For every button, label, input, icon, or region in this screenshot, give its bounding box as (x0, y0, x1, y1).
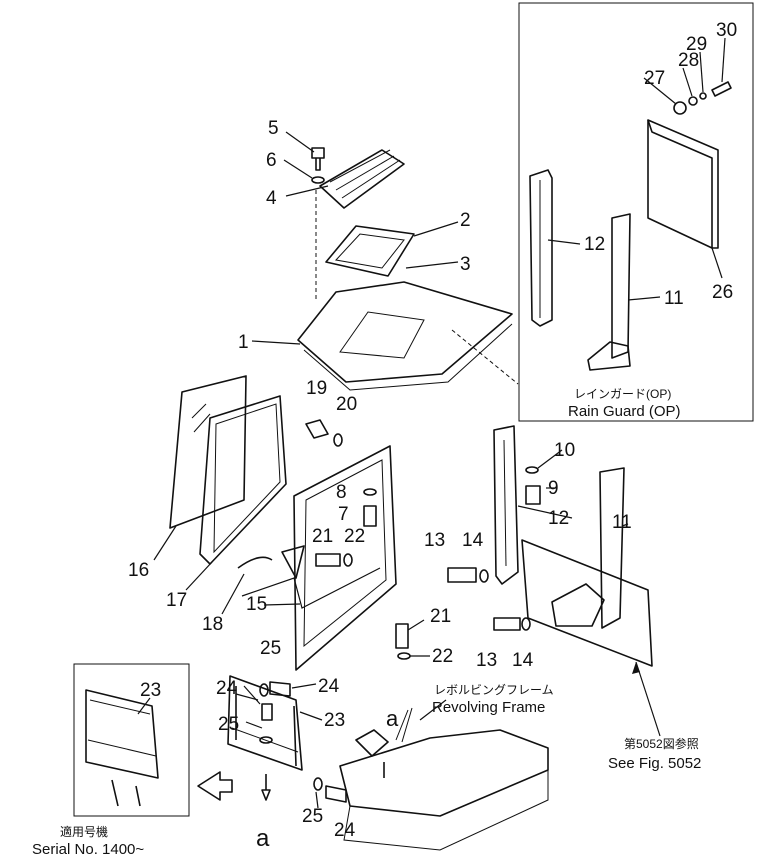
callout-29: 29 (686, 34, 707, 55)
callout-27: 27 (644, 68, 665, 89)
serial-jp: 適用号機 (60, 824, 108, 839)
callout-11: 11 (612, 512, 632, 533)
callout-24: 24 (216, 678, 238, 699)
callout-30: 30 (716, 20, 737, 41)
lower-guard (227, 675, 347, 809)
callout-17: 17 (166, 590, 187, 611)
callout-4: 4 (266, 188, 277, 209)
callout-12: 12 (548, 508, 569, 529)
callout-a-bottom: a (256, 825, 270, 852)
callout-19: 19 (306, 378, 327, 399)
callout-16: 16 (128, 560, 149, 581)
side-window (153, 375, 287, 591)
callout-14b: 14 (512, 650, 534, 671)
serial-en: Serial No. 1400~ (32, 841, 144, 858)
rain-guard-inset (518, 2, 754, 422)
revolving-jp: レボルビングフレーム (434, 683, 554, 697)
see-fig-arrow (635, 661, 661, 737)
callout-22b: 22 (432, 646, 453, 667)
callout-9: 9 (548, 478, 559, 499)
callout-8: 8 (336, 482, 347, 503)
callout-13: 13 (424, 530, 445, 551)
fasteners-mid (305, 419, 563, 660)
callout-18: 18 (202, 614, 223, 635)
callout-7: 7 (338, 504, 349, 525)
callout-28: 28 (678, 50, 699, 71)
callout-5: 5 (268, 118, 279, 139)
callout-10: 10 (554, 440, 575, 461)
callout-12-inset: 12 (584, 234, 605, 255)
callout-6: 6 (266, 150, 277, 171)
callout-2: 2 (460, 210, 471, 231)
callout-24c: 24 (334, 820, 356, 841)
callout-11-inset: 11 (664, 288, 684, 309)
front-frame (221, 445, 397, 671)
callout-3: 3 (460, 254, 471, 275)
callout-23: 23 (324, 710, 345, 731)
serial-inset (73, 663, 233, 817)
callout-25b: 25 (218, 714, 239, 735)
rain-guard-en: Rain Guard (OP) (568, 403, 681, 420)
callout-a-top: a (386, 706, 399, 731)
revolving-frame (339, 699, 549, 851)
callout-14: 14 (462, 530, 484, 551)
callout-23-inset: 23 (140, 680, 161, 701)
callout-24b: 24 (318, 676, 340, 697)
captions: レインガード(OP) Rain Guard (OP) レボルビングフレーム Re… (32, 387, 701, 858)
callout-21b: 21 (430, 606, 451, 627)
rain-guard-jp: レインガード(OP) (574, 387, 671, 401)
callout-labels: 5 6 4 2 3 1 19 20 8 7 21 22 16 17 15 18 … (128, 20, 737, 852)
rain-guard-main (493, 425, 653, 667)
roof-assembly (251, 131, 519, 391)
revolving-en: Revolving Frame (432, 699, 545, 716)
callout-25: 25 (260, 638, 281, 659)
see-fig-jp: 第5052図参照 (624, 736, 699, 751)
callout-26: 26 (712, 282, 733, 303)
callout-22: 22 (344, 526, 365, 547)
callout-13b: 13 (476, 650, 497, 671)
callout-1: 1 (238, 332, 249, 353)
callout-15: 15 (246, 594, 267, 615)
see-fig-en: See Fig. 5052 (608, 755, 701, 772)
callout-25c: 25 (302, 806, 323, 827)
callout-20: 20 (336, 394, 357, 415)
callout-21: 21 (312, 526, 333, 547)
